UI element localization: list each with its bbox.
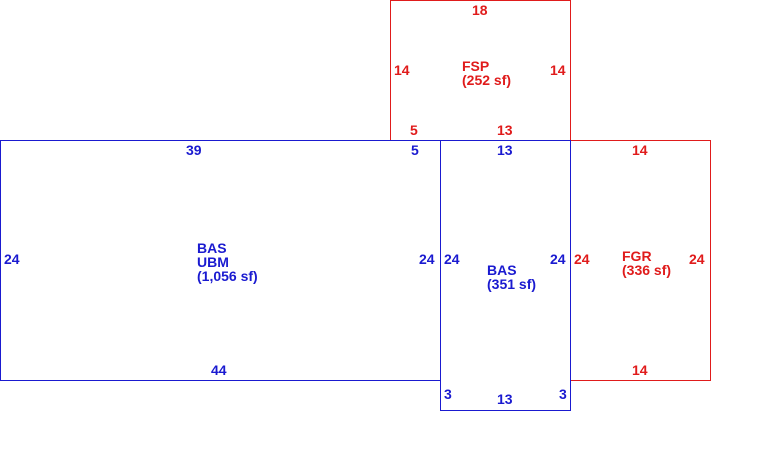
bas-ubm-area: (1,056 sf) bbox=[197, 268, 258, 284]
bas-small-step-left-dimension: 3 bbox=[444, 386, 452, 402]
bas-small-area-label: BAS (351 sf) bbox=[487, 263, 536, 291]
fsp-area: (252 sf) bbox=[462, 72, 512, 88]
bas-ubm-top-dimension: 39 bbox=[186, 142, 202, 158]
bas-small-left-dimension: 24 bbox=[444, 251, 460, 267]
bas-ubm-code-2: UBM bbox=[197, 254, 229, 270]
bas-small-right-dimension: 24 bbox=[550, 251, 566, 267]
fgr-left-dimension: 24 bbox=[574, 251, 590, 267]
bas-ubm-top-step-dimension: 5 bbox=[411, 142, 419, 158]
fgr-right-dimension: 24 bbox=[689, 251, 705, 267]
bas-small-bottom-dimension: 13 bbox=[497, 391, 513, 407]
fsp-left-dimension: 14 bbox=[394, 62, 410, 78]
fgr-area: (336 sf) bbox=[622, 262, 672, 278]
bas-small-outline bbox=[440, 140, 571, 411]
fgr-area-label: FGR (336 sf) bbox=[622, 249, 671, 277]
fgr-bottom-dimension: 14 bbox=[632, 362, 648, 378]
fsp-area-label: FSP (252 sf) bbox=[462, 59, 511, 87]
fsp-bottom-right-dimension: 13 bbox=[497, 122, 513, 138]
fsp-top-dimension: 18 bbox=[472, 2, 488, 18]
bas-ubm-left-dimension: 24 bbox=[4, 251, 20, 267]
fsp-code: FSP bbox=[462, 58, 490, 74]
fsp-right-dimension: 14 bbox=[550, 62, 566, 78]
bas-ubm-bottom-dimension: 44 bbox=[211, 362, 227, 378]
bas-small-area: (351 sf) bbox=[487, 276, 537, 292]
bas-small-top-dimension: 13 bbox=[497, 142, 513, 158]
fgr-code: FGR bbox=[622, 248, 652, 264]
fgr-top-dimension: 14 bbox=[632, 142, 648, 158]
bas-ubm-code-1: BAS bbox=[197, 240, 227, 256]
bas-ubm-right-dimension: 24 bbox=[419, 251, 435, 267]
bas-small-step-right-dimension: 3 bbox=[559, 386, 567, 402]
bas-small-code: BAS bbox=[487, 262, 517, 278]
bas-ubm-area-label: BAS UBM (1,056 sf) bbox=[197, 241, 258, 283]
fsp-bottom-left-dimension: 5 bbox=[410, 122, 418, 138]
